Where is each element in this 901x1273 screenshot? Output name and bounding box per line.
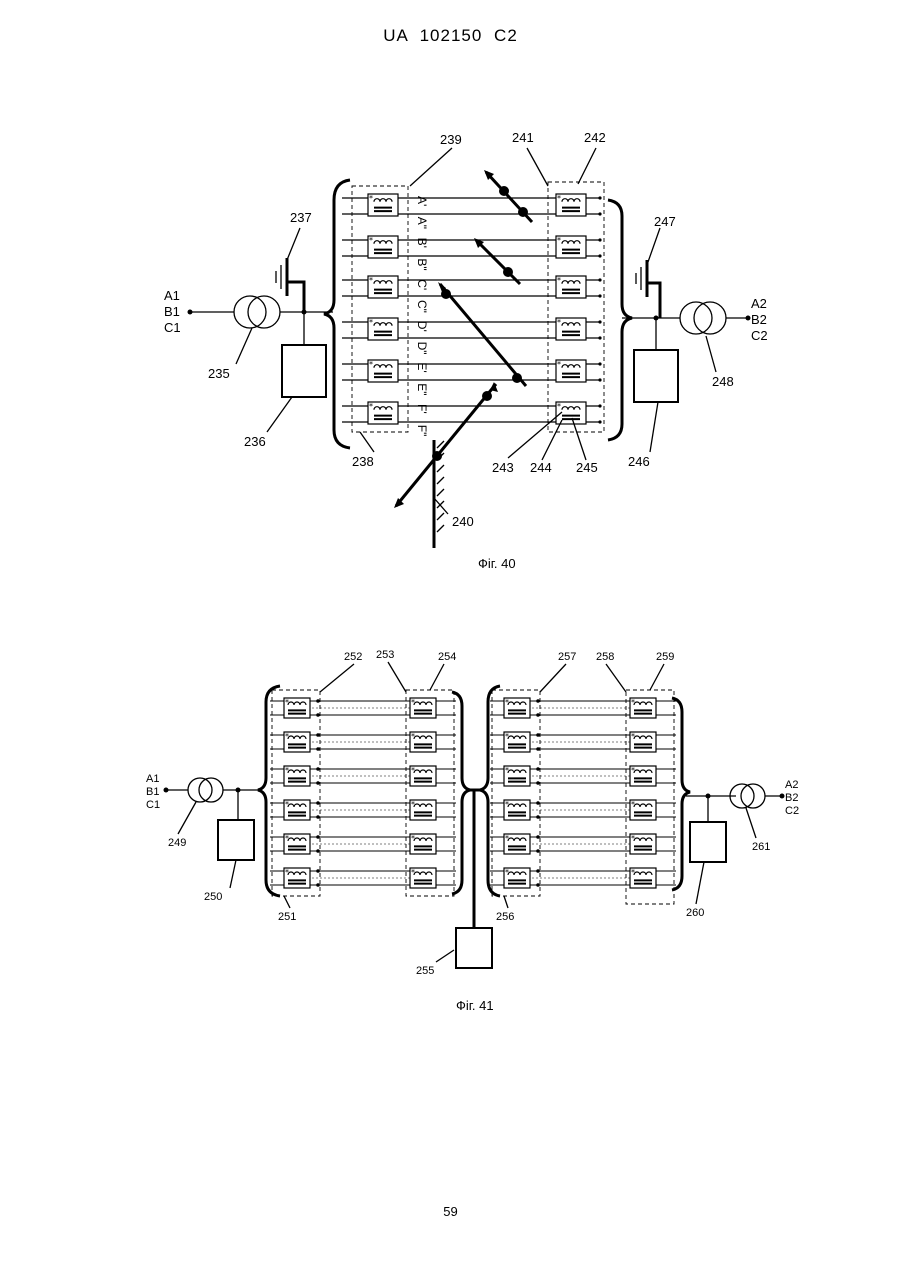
coupler-unit-41: * — [284, 868, 310, 888]
coupler-unit-41: * — [630, 698, 656, 718]
load-box-255 — [456, 928, 492, 968]
figure-41-caption: Фіг. 41 — [456, 998, 494, 1013]
coupler-unit-41: * — [410, 698, 436, 718]
ref-252: 252 — [344, 651, 362, 663]
coupler-unit-41: * — [504, 868, 530, 888]
input-label-a1-41: A1 — [146, 773, 159, 785]
output-label-b2-41: B2 — [785, 792, 798, 804]
ref-251: 251 — [278, 911, 296, 923]
svg-text:*: * — [285, 800, 289, 809]
page-number: 59 — [0, 1204, 901, 1219]
coupler-unit-41: * — [284, 732, 310, 752]
output-label-c2-41: C2 — [785, 805, 799, 817]
svg-text:*: * — [411, 868, 415, 877]
coupler-unit-41: * — [284, 766, 310, 786]
coupler-unit-41: * — [630, 800, 656, 820]
ref-249: 249 — [168, 837, 186, 849]
svg-text:*: * — [411, 698, 415, 707]
coupler-unit-41: * — [630, 834, 656, 854]
ref-256: 256 — [496, 911, 514, 923]
svg-text:*: * — [285, 732, 289, 741]
load-box-250 — [218, 820, 254, 860]
output-label-a2-41: A2 — [785, 779, 798, 791]
coupler-unit-41: * — [284, 834, 310, 854]
svg-text:*: * — [631, 766, 635, 775]
svg-text:*: * — [505, 766, 509, 775]
ref-255: 255 — [416, 965, 434, 977]
ref-259: 259 — [656, 651, 674, 663]
svg-text:*: * — [505, 698, 509, 707]
ref-250: 250 — [204, 891, 222, 903]
coupler-unit-41: * — [630, 732, 656, 752]
load-box-260 — [690, 822, 726, 862]
ref-261: 261 — [752, 841, 770, 853]
coupler-unit-41: * — [504, 698, 530, 718]
coupler-unit-41: * — [410, 868, 436, 888]
coupler-unit-41: * — [410, 766, 436, 786]
input-label-b1-41: B1 — [146, 786, 159, 798]
coupler-unit-41: * — [504, 732, 530, 752]
coupler-unit-41: * — [284, 698, 310, 718]
svg-text:*: * — [285, 868, 289, 877]
svg-text:*: * — [631, 834, 635, 843]
coupler-unit-41: * — [504, 800, 530, 820]
svg-text:*: * — [411, 766, 415, 775]
svg-text:*: * — [631, 732, 635, 741]
svg-text:*: * — [631, 698, 635, 707]
coupler-unit-41: * — [630, 766, 656, 786]
figure-41: ************************ A1 B1 C1 A2 B2 … — [0, 0, 901, 1030]
ref-260: 260 — [686, 907, 704, 919]
svg-text:*: * — [505, 800, 509, 809]
coupler-unit-41: * — [284, 800, 310, 820]
coupler-unit-41: * — [504, 834, 530, 854]
input-label-c1-41: C1 — [146, 799, 160, 811]
transformer-249 — [188, 778, 223, 802]
coupler-unit-41: * — [410, 732, 436, 752]
coupler-unit-41: * — [410, 800, 436, 820]
svg-text:*: * — [411, 732, 415, 741]
ref-254: 254 — [438, 651, 456, 663]
svg-text:*: * — [411, 800, 415, 809]
svg-text:*: * — [505, 834, 509, 843]
svg-text:*: * — [285, 834, 289, 843]
svg-text:*: * — [631, 868, 635, 877]
svg-text:*: * — [285, 766, 289, 775]
svg-text:*: * — [631, 800, 635, 809]
ref-253: 253 — [376, 649, 394, 661]
svg-text:*: * — [505, 732, 509, 741]
svg-text:*: * — [505, 868, 509, 877]
ref-258: 258 — [596, 651, 614, 663]
coupler-unit-41: * — [504, 766, 530, 786]
ref-257: 257 — [558, 651, 576, 663]
svg-text:*: * — [285, 698, 289, 707]
coupler-unit-41: * — [630, 868, 656, 888]
coupler-unit-41: * — [410, 834, 436, 854]
svg-text:*: * — [411, 834, 415, 843]
